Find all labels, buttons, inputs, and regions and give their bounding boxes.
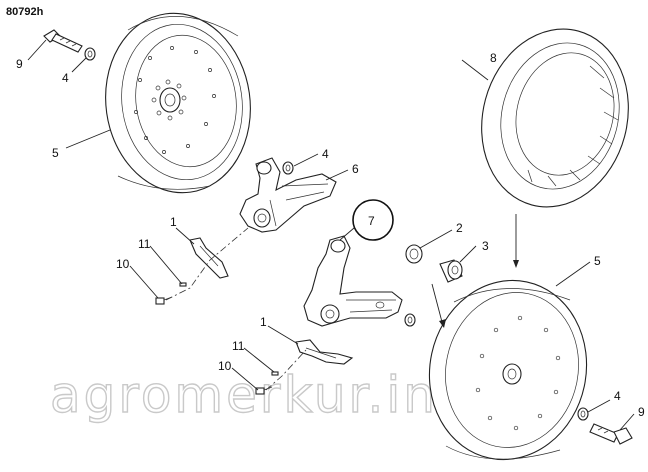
gauge-wheel-right [428, 279, 588, 461]
washer-lower [404, 313, 416, 327]
callout-4-bottom: 4 [614, 389, 621, 403]
callout-8: 8 [490, 51, 497, 65]
lockwasher-bottom [271, 371, 279, 376]
callout-10-bottom: 10 [218, 359, 232, 373]
callout-7: 7 [368, 214, 375, 228]
callout-9-bottom: 9 [638, 405, 645, 419]
callout-3: 3 [482, 239, 489, 253]
callout-6: 6 [352, 162, 359, 176]
callout-11-bottom: 11 [232, 339, 245, 353]
leader-lines [27, 39, 635, 431]
washer-mid [282, 161, 294, 175]
seal [405, 244, 423, 264]
gauge-wheel-arm-lower [303, 235, 403, 327]
drawing-code: 80792h [6, 6, 44, 18]
callout-1-bottom: 1 [260, 315, 267, 329]
callout-1-top: 1 [170, 215, 177, 229]
washer-bottom [577, 407, 589, 421]
bolt-top [43, 29, 83, 53]
assembly-axis-top [165, 227, 249, 301]
scraper-bottom [295, 339, 354, 365]
callout-2: 2 [456, 221, 463, 235]
lockwasher-top [179, 282, 187, 287]
callout-4-mid: 4 [322, 147, 329, 161]
arrow-head-bearing [439, 319, 446, 328]
bearing [439, 259, 463, 283]
washer-top [84, 47, 96, 61]
highlight-circle-item-7 [352, 199, 394, 241]
callout-10-top: 10 [116, 257, 130, 271]
tire [481, 28, 629, 208]
scraper-top [189, 237, 229, 279]
callout-4-top: 4 [62, 71, 69, 85]
assembly-axis-bottom [265, 349, 307, 391]
leader-7 [339, 227, 355, 241]
gauge-wheel-arm [239, 157, 337, 233]
bolt-bottom [589, 423, 633, 445]
callout-11-top: 11 [138, 237, 151, 251]
callout-5-right: 5 [594, 254, 601, 268]
arrow-bearing-to-wheel [431, 283, 443, 323]
arrow-head-tire [513, 260, 519, 268]
callout-9-top: 9 [16, 57, 23, 71]
callout-5-left: 5 [52, 146, 59, 160]
gauge-wheel-left [105, 12, 251, 194]
